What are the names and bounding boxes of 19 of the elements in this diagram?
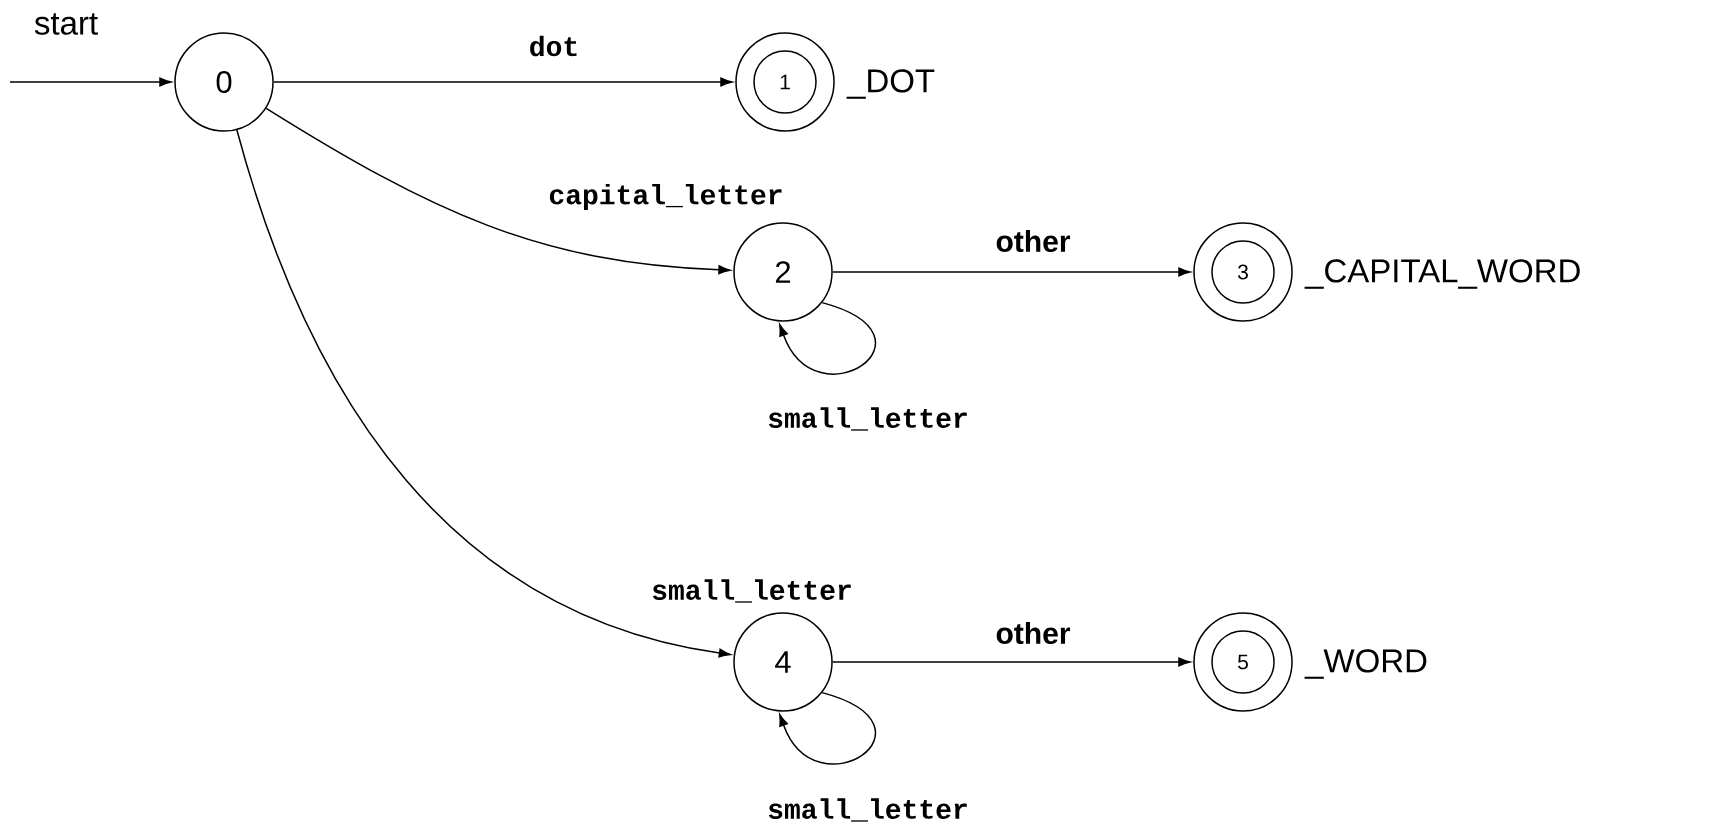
edge-label: other	[996, 622, 1071, 644]
arrow	[265, 107, 731, 275]
edge-label: capital_letter	[549, 183, 782, 211]
arrow	[832, 657, 1191, 667]
arrow	[779, 691, 876, 765]
arrow	[236, 129, 732, 658]
edge-label: other	[996, 230, 1071, 252]
state-label: _DOT	[846, 69, 935, 99]
edge-label: start	[34, 13, 98, 35]
edge-label: small_letter	[652, 579, 851, 603]
edge-label: small_letter	[768, 798, 967, 822]
edge-label: dot	[530, 35, 577, 57]
arrow	[832, 267, 1191, 277]
state-label: _CAPITAL_WORD	[1304, 259, 1580, 289]
state-label: _WORD	[1304, 649, 1427, 679]
arrow	[779, 301, 876, 375]
arrow	[273, 77, 733, 87]
arrow	[9, 77, 172, 87]
edge-label: small_letter	[768, 407, 967, 431]
